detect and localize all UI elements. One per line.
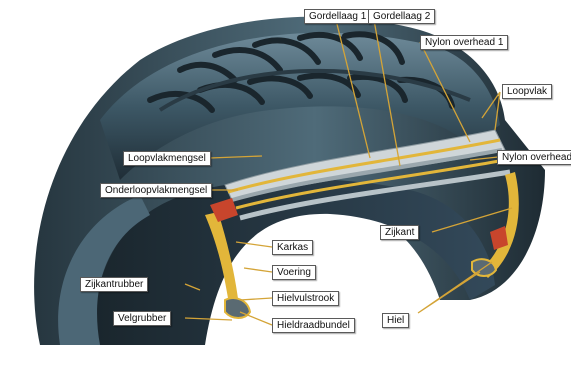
label-zijkantrubber: Zijkantrubber <box>80 277 148 292</box>
label-voering: Voering <box>272 265 316 280</box>
label-velgrubber: Velgrubber <box>113 311 171 326</box>
label-karkas: Karkas <box>272 240 313 255</box>
label-onderloopvlakmengsel: Onderloopvlakmengsel <box>100 183 212 198</box>
leader-hieldraadbundel <box>240 312 272 325</box>
label-gordellaag-2: Gordellaag 2 <box>368 9 435 24</box>
leader-voering <box>244 268 272 272</box>
label-hieldraadbundel: Hieldraadbundel <box>272 318 355 333</box>
label-hielvulstrook: Hielvulstrook <box>272 291 339 306</box>
label-zijkant: Zijkant <box>380 225 419 240</box>
label-loopvlakmengsel: Loopvlakmengsel <box>123 151 211 166</box>
leader-hielvulstrook <box>240 298 272 300</box>
label-nylon-overhead-1: Nylon overhead 1 <box>420 35 508 50</box>
label-loopvlak: Loopvlak <box>502 84 552 99</box>
label-hiel: Hiel <box>382 313 409 328</box>
label-gordellaag-1: Gordellaag 1 <box>304 9 371 24</box>
label-nylon-overhead: Nylon overhead <box>497 150 571 165</box>
